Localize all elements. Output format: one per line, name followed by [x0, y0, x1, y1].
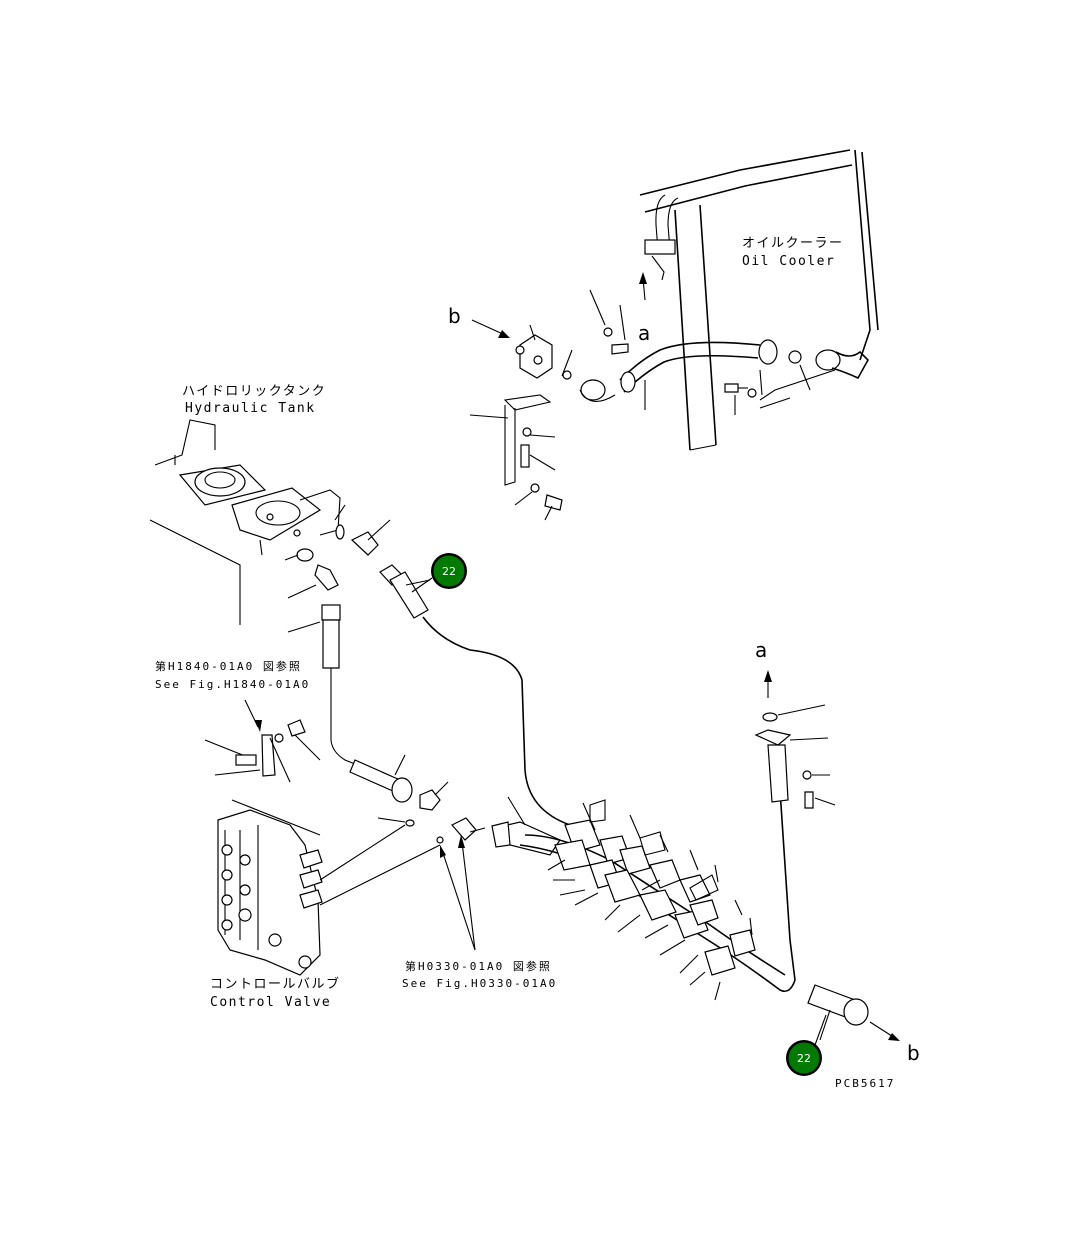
drawing-code: PCB5617 [835, 1077, 895, 1090]
ref2-label-en: See Fig.H0330-01A0 [402, 977, 557, 990]
flow-arrow-b-upper [471, 319, 510, 338]
flow-arrow-a-upper [639, 272, 647, 301]
callout-badge-22-lower[interactable]: 22 [786, 1014, 827, 1076]
ref1-label-en: See Fig.H1840-01A0 [155, 678, 310, 691]
callout-badge-22-upper[interactable]: 22 [405, 553, 467, 589]
bracket-assembly [469, 324, 573, 521]
marker-b-lower: b [907, 1041, 920, 1065]
hose-bundle [491, 789, 796, 1001]
oil-cooler-assembly [639, 149, 879, 451]
ref1-label-jp: 第H1840-01A0 図参照 [155, 659, 302, 673]
callout-number: 22 [442, 565, 456, 578]
oil-cooler-label-jp: オイルクーラー [742, 236, 844, 251]
cooler-pipe [579, 289, 869, 415]
control-valve-label-jp: コントロールバルブ [210, 976, 341, 992]
hydraulic-tank-label-jp: ハイドロリックタンク [182, 384, 326, 399]
ref2-label-jp: 第H0330-01A0 図参照 [405, 959, 552, 973]
marker-b-upper: b [448, 304, 461, 328]
marker-a-lower: a [755, 638, 767, 662]
hydraulic-tank [149, 419, 391, 625]
tank-pipe [287, 604, 449, 827]
right-pipe [754, 670, 836, 809]
hydraulic-tank-label-en: Hydraulic Tank [185, 401, 316, 416]
b-fitting [807, 984, 900, 1041]
control-valve [204, 699, 441, 976]
callout-number: 22 [797, 1052, 811, 1065]
return-hose [379, 564, 571, 826]
marker-a-upper: a [638, 321, 650, 345]
control-valve-label-en: Control Valve [210, 995, 331, 1010]
oil-cooler-label-en: Oil Cooler [742, 254, 835, 269]
ref2-fittings [436, 817, 486, 951]
